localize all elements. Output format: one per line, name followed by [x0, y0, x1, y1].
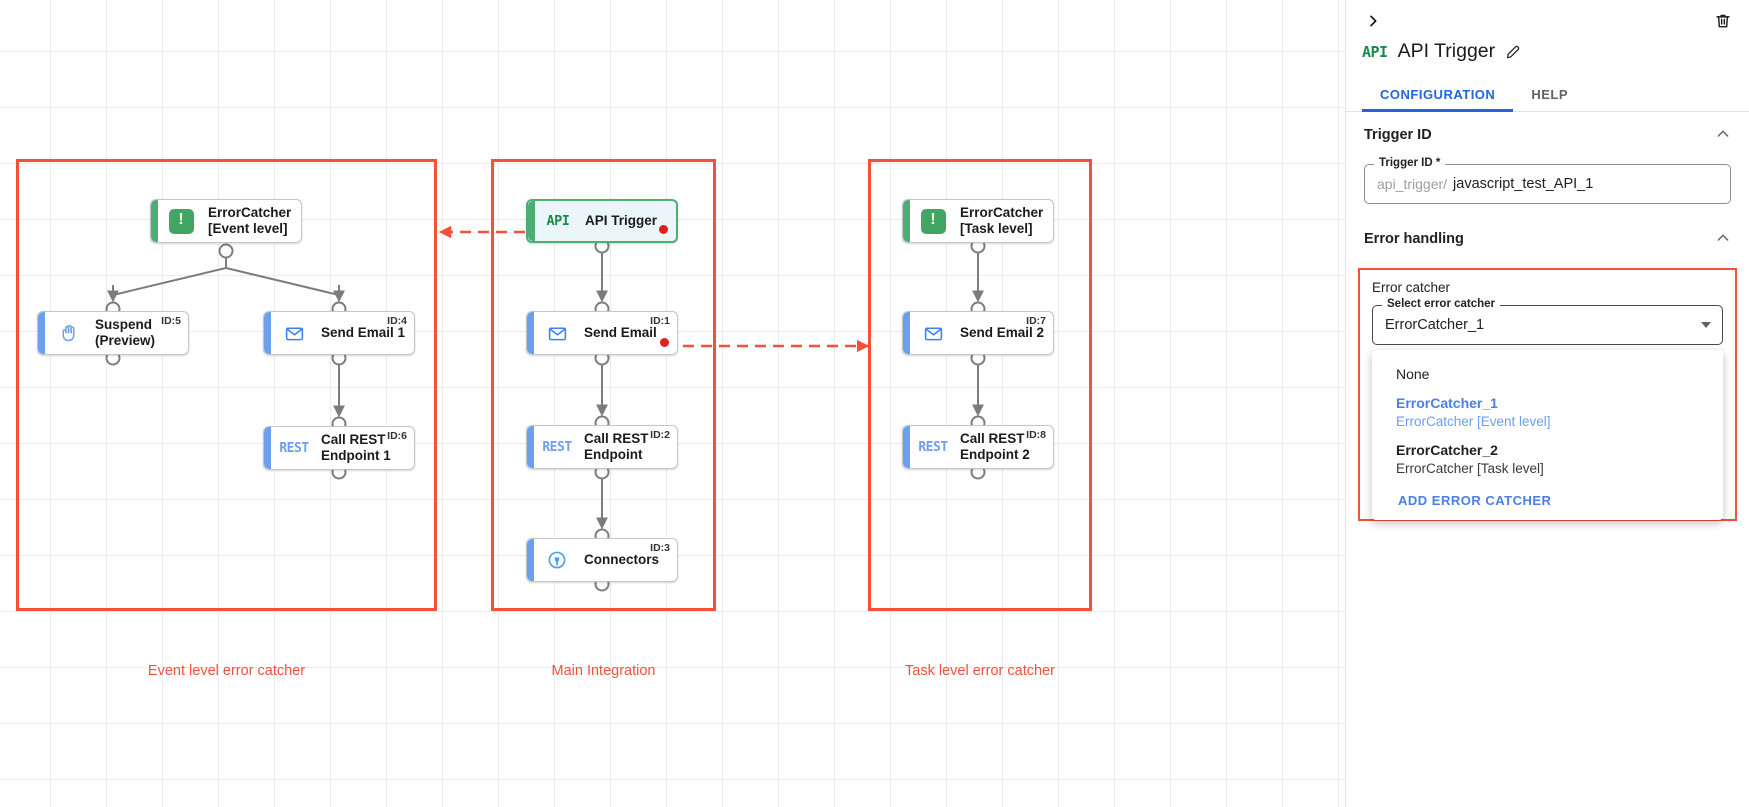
node-label: Send Email 2	[960, 325, 1045, 341]
group-caption-task-level: Task level error catcher	[905, 663, 1055, 679]
group-caption-event-level: Event level error catcher	[147, 663, 306, 679]
node-id-label: ID:5	[161, 315, 181, 327]
trigger-id-value: javascript_test_API_1	[1453, 176, 1594, 192]
node-label: Suspend (Preview)	[95, 317, 156, 348]
menu-item-none[interactable]: None	[1372, 360, 1723, 389]
node-suspend[interactable]: Suspend (Preview) ID:5	[37, 311, 189, 355]
node-id-label: ID:6	[387, 430, 407, 442]
collapse-panel-icon[interactable]	[1360, 8, 1386, 34]
chevron-up-icon[interactable]	[1715, 126, 1731, 145]
envelope-icon	[540, 323, 574, 344]
node-label: Send Email	[584, 325, 657, 341]
menu-item-error-catcher-2[interactable]: ErrorCatcher_2 ErrorCatcher [Task level]	[1372, 436, 1723, 483]
api-icon: API	[1362, 42, 1388, 61]
node-accent-bar	[151, 200, 158, 242]
menu-item-primary: ErrorCatcher_2	[1396, 442, 1498, 458]
node-accent-bar	[38, 312, 45, 354]
node-id-label: ID:8	[1026, 429, 1046, 441]
node-accent-bar	[264, 312, 271, 354]
rest-icon: REST	[279, 440, 309, 456]
panel-title-row: API API Trigger	[1362, 40, 1521, 63]
chevron-down-icon[interactable]	[1701, 322, 1711, 328]
trigger-id-prefix: api_trigger/	[1377, 176, 1448, 192]
node-accent-bar	[903, 426, 910, 468]
node-call-rest-endpoint-2[interactable]: REST Call REST Endpoint 2 ID:8	[902, 425, 1054, 469]
error-catcher-dropdown-menu[interactable]: None ErrorCatcher_1 ErrorCatcher [Event …	[1372, 350, 1723, 521]
error-catcher-box: Error catcher Select error catcher Error…	[1358, 268, 1737, 521]
panel-header: API API Trigger	[1346, 0, 1749, 78]
error-indicator-dot	[659, 225, 668, 234]
group-frame-main-integration	[491, 159, 716, 611]
node-error-catcher-task-level[interactable]: ! ErrorCatcher [Task level]	[902, 199, 1054, 243]
node-id-label: ID:1	[650, 315, 670, 327]
trigger-id-label: Trigger ID *	[1374, 157, 1446, 169]
section-title: Trigger ID	[1364, 127, 1432, 143]
edit-pencil-icon[interactable]	[1505, 44, 1521, 60]
error-catcher-icon: !	[916, 208, 950, 234]
rest-icon: REST	[542, 439, 572, 455]
node-label: Connectors	[584, 552, 660, 568]
delete-icon[interactable]	[1711, 9, 1735, 33]
error-catcher-icon: !	[164, 208, 198, 234]
node-accent-bar	[527, 312, 534, 354]
group-caption-main-integration: Main Integration	[551, 663, 656, 679]
node-send-email-1[interactable]: Send Email 1 ID:4	[263, 311, 415, 355]
chevron-up-icon[interactable]	[1715, 230, 1731, 249]
node-send-email[interactable]: Send Email ID:1	[526, 311, 678, 355]
select-error-catcher[interactable]: Select error catcher ErrorCatcher_1	[1372, 298, 1723, 345]
node-accent-bar	[528, 201, 535, 241]
error-catcher-caption: Error catcher	[1372, 280, 1451, 295]
error-indicator-dot	[660, 338, 669, 347]
section-header-trigger-id[interactable]: Trigger ID	[1346, 112, 1749, 158]
select-error-catcher-label: Select error catcher	[1382, 298, 1501, 310]
node-send-email-2[interactable]: Send Email 2 ID:7	[902, 311, 1054, 355]
connector-plug-icon	[540, 549, 574, 571]
page-title: API Trigger	[1397, 40, 1496, 62]
api-icon: API	[546, 213, 570, 229]
node-label: Call REST Endpoint	[584, 431, 649, 462]
properties-panel: API API Trigger CONFIGURATION HELP Trigg…	[1345, 0, 1749, 807]
group-frame-task-level	[868, 159, 1092, 611]
tab-help[interactable]: HELP	[1531, 87, 1568, 102]
node-label: ErrorCatcher [Event level]	[208, 205, 292, 236]
node-accent-bar	[527, 426, 534, 468]
trigger-id-field-wrap: Trigger ID * api_trigger/ javascript_tes…	[1346, 157, 1749, 216]
node-id-label: ID:2	[650, 429, 670, 441]
node-label: Call REST Endpoint 2	[960, 431, 1030, 462]
node-call-rest-endpoint-1[interactable]: REST Call REST Endpoint 1 ID:6	[263, 426, 415, 470]
panel-tabs: CONFIGURATION HELP	[1346, 78, 1749, 112]
tab-configuration[interactable]: CONFIGURATION	[1362, 78, 1514, 112]
node-accent-bar	[527, 539, 534, 581]
menu-item-primary: None	[1396, 366, 1430, 382]
node-id-label: ID:7	[1026, 315, 1046, 327]
node-api-trigger[interactable]: API API Trigger	[526, 199, 678, 243]
workflow-canvas[interactable]: Event level error catcher Main Integrati…	[0, 0, 1345, 807]
menu-item-primary: ErrorCatcher_1	[1396, 394, 1498, 411]
node-error-catcher-event-level[interactable]: ! ErrorCatcher [Event level]	[150, 199, 302, 243]
trigger-id-input[interactable]: Trigger ID * api_trigger/ javascript_tes…	[1364, 157, 1731, 204]
node-label: ErrorCatcher [Task level]	[960, 205, 1044, 236]
add-error-catcher-button[interactable]: ADD ERROR CATCHER	[1398, 493, 1552, 509]
node-accent-bar	[903, 312, 910, 354]
node-id-label: ID:3	[650, 542, 670, 554]
envelope-icon	[277, 323, 311, 344]
menu-item-secondary: ErrorCatcher [Task level]	[1396, 460, 1544, 476]
node-call-rest-endpoint[interactable]: REST Call REST Endpoint ID:2	[526, 425, 678, 469]
node-label: Send Email 1	[321, 325, 406, 341]
group-frame-event-level	[16, 159, 437, 611]
section-title: Error handling	[1364, 231, 1464, 247]
envelope-icon	[916, 323, 950, 344]
hand-icon	[51, 323, 85, 344]
node-id-label: ID:4	[387, 315, 407, 327]
node-connectors[interactable]: Connectors ID:3	[526, 538, 678, 582]
select-error-catcher-value: ErrorCatcher_1	[1385, 317, 1485, 333]
node-label: API Trigger	[585, 213, 658, 229]
section-header-error-handling[interactable]: Error handling	[1346, 216, 1749, 262]
node-accent-bar	[264, 427, 271, 469]
rest-icon: REST	[918, 439, 948, 455]
menu-item-error-catcher-1[interactable]: ErrorCatcher_1 ErrorCatcher [Event level…	[1372, 389, 1723, 436]
node-accent-bar	[903, 200, 910, 242]
menu-item-secondary: ErrorCatcher [Event level]	[1396, 413, 1551, 429]
node-label: Call REST Endpoint 1	[321, 432, 391, 463]
